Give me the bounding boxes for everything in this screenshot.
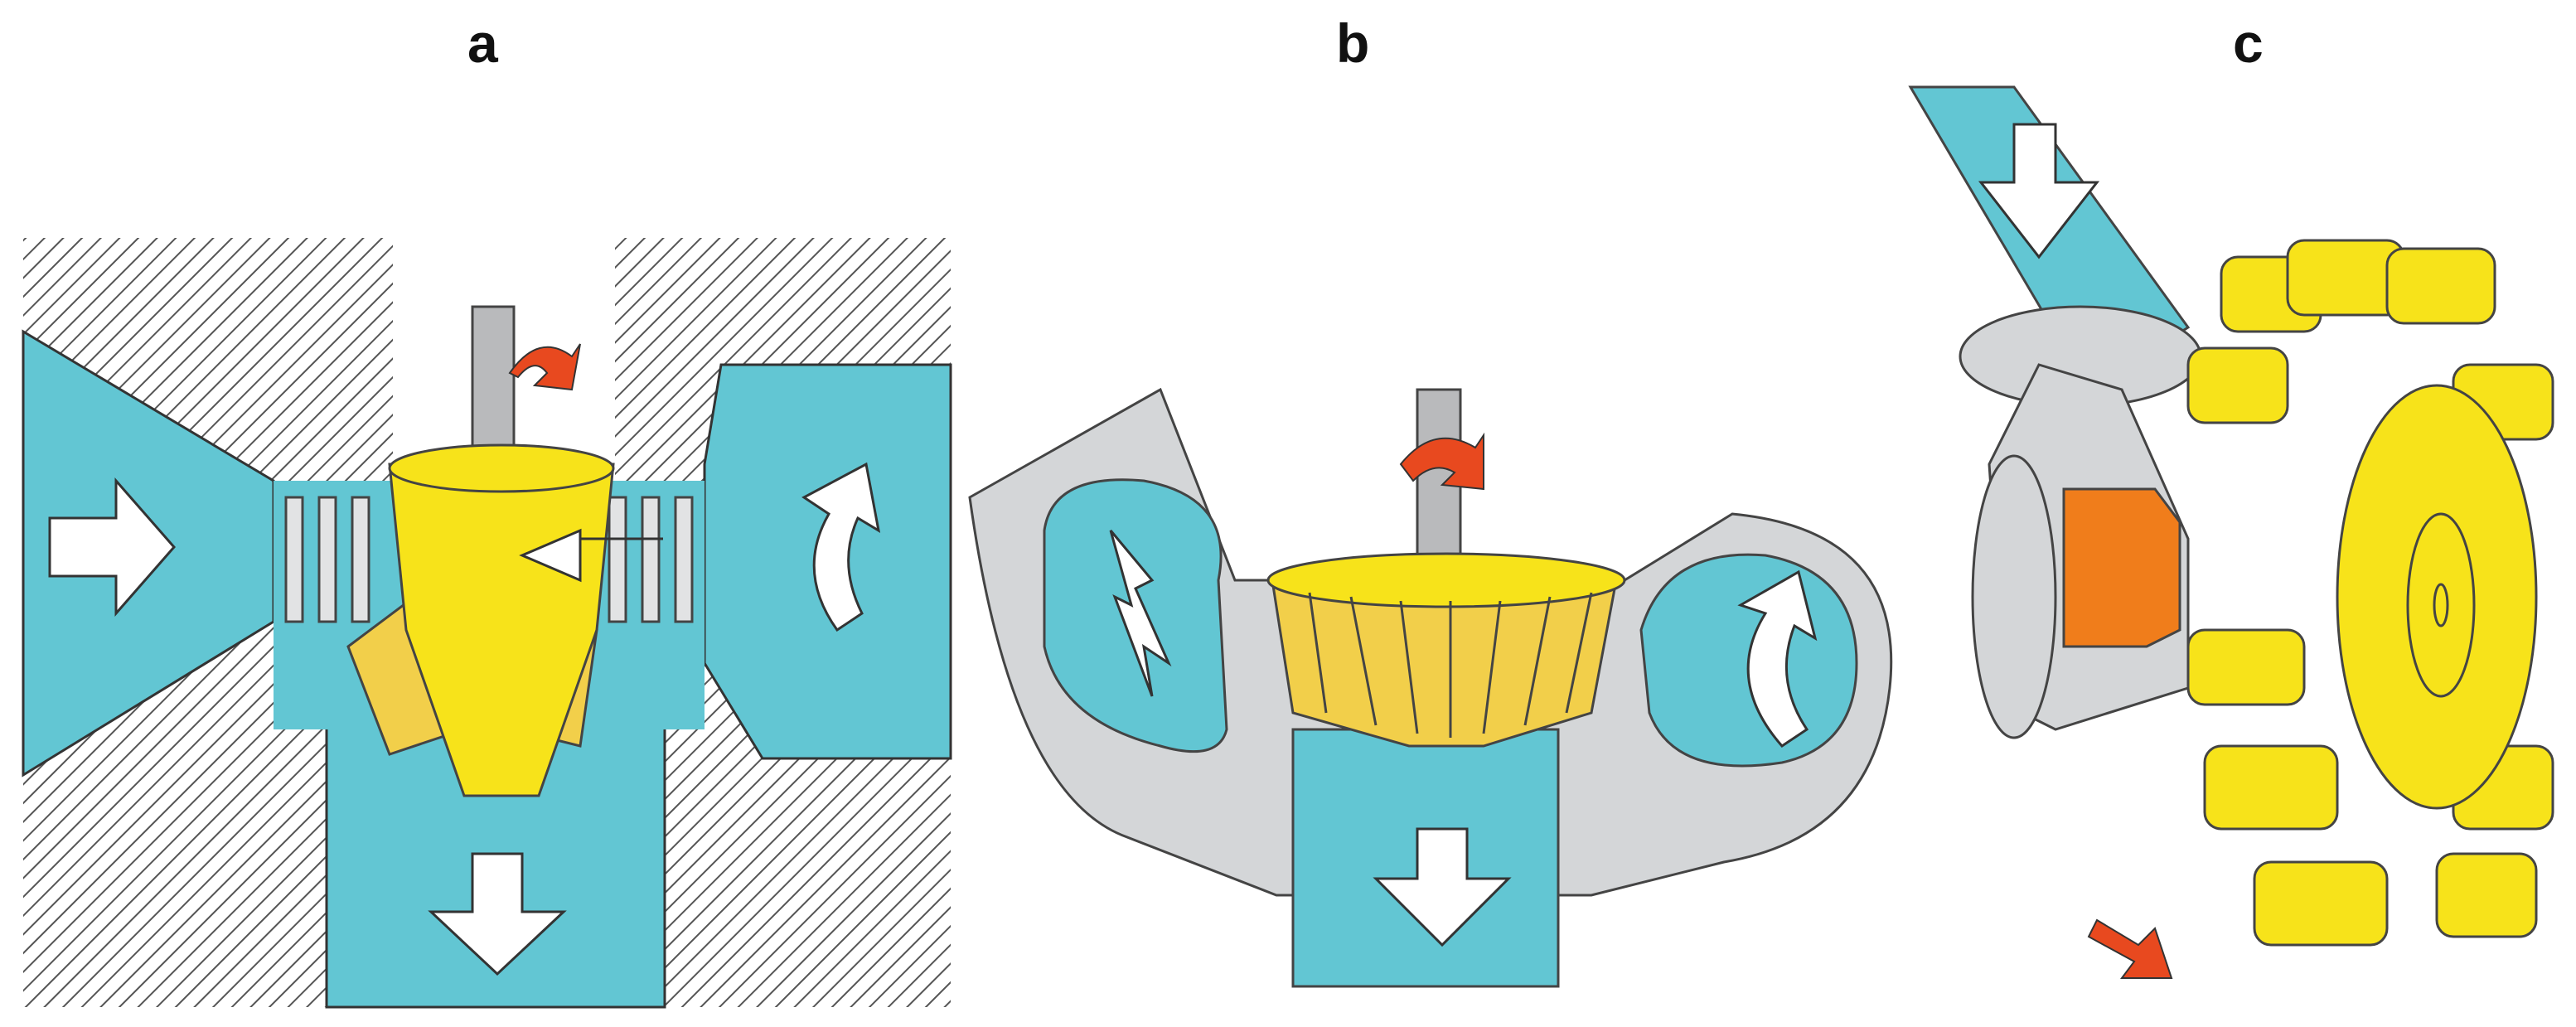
runner-band-b xyxy=(1266,552,1626,608)
panel-c-pelton-wheel xyxy=(1908,85,2554,979)
runner-blades-b xyxy=(1308,592,1593,738)
guide-vanes-right xyxy=(608,496,694,623)
flow-arrow-in-right-a xyxy=(801,462,881,632)
runner-crown-a xyxy=(388,443,615,493)
guide-vanes-left xyxy=(284,496,370,623)
pelton-axle xyxy=(2433,583,2449,627)
flow-arrow-out-a xyxy=(428,852,567,976)
flow-arrow-in-left-a xyxy=(48,477,176,617)
panel-b-turbine xyxy=(968,387,1893,988)
flow-arrow-inner-a xyxy=(519,528,663,583)
rotation-arrow-a xyxy=(508,343,581,391)
nozzle-c xyxy=(2062,487,2181,648)
panel-a-francis-turbine xyxy=(22,238,952,1009)
flow-arrow-in-c xyxy=(1978,123,2100,259)
panel-label-c: c xyxy=(2233,12,2264,74)
flow-arrow-in-right-b xyxy=(1737,569,1818,748)
nozzle-flange-c xyxy=(1971,454,2057,739)
flow-arrow-out-b xyxy=(1373,827,1512,947)
rotation-arrow-b xyxy=(1399,432,1484,491)
flow-arrow-in-left-b xyxy=(1109,530,1172,697)
panel-label-a: a xyxy=(467,12,498,74)
panel-label-b: b xyxy=(1336,12,1370,74)
rotation-arrow-c xyxy=(2087,918,2173,979)
